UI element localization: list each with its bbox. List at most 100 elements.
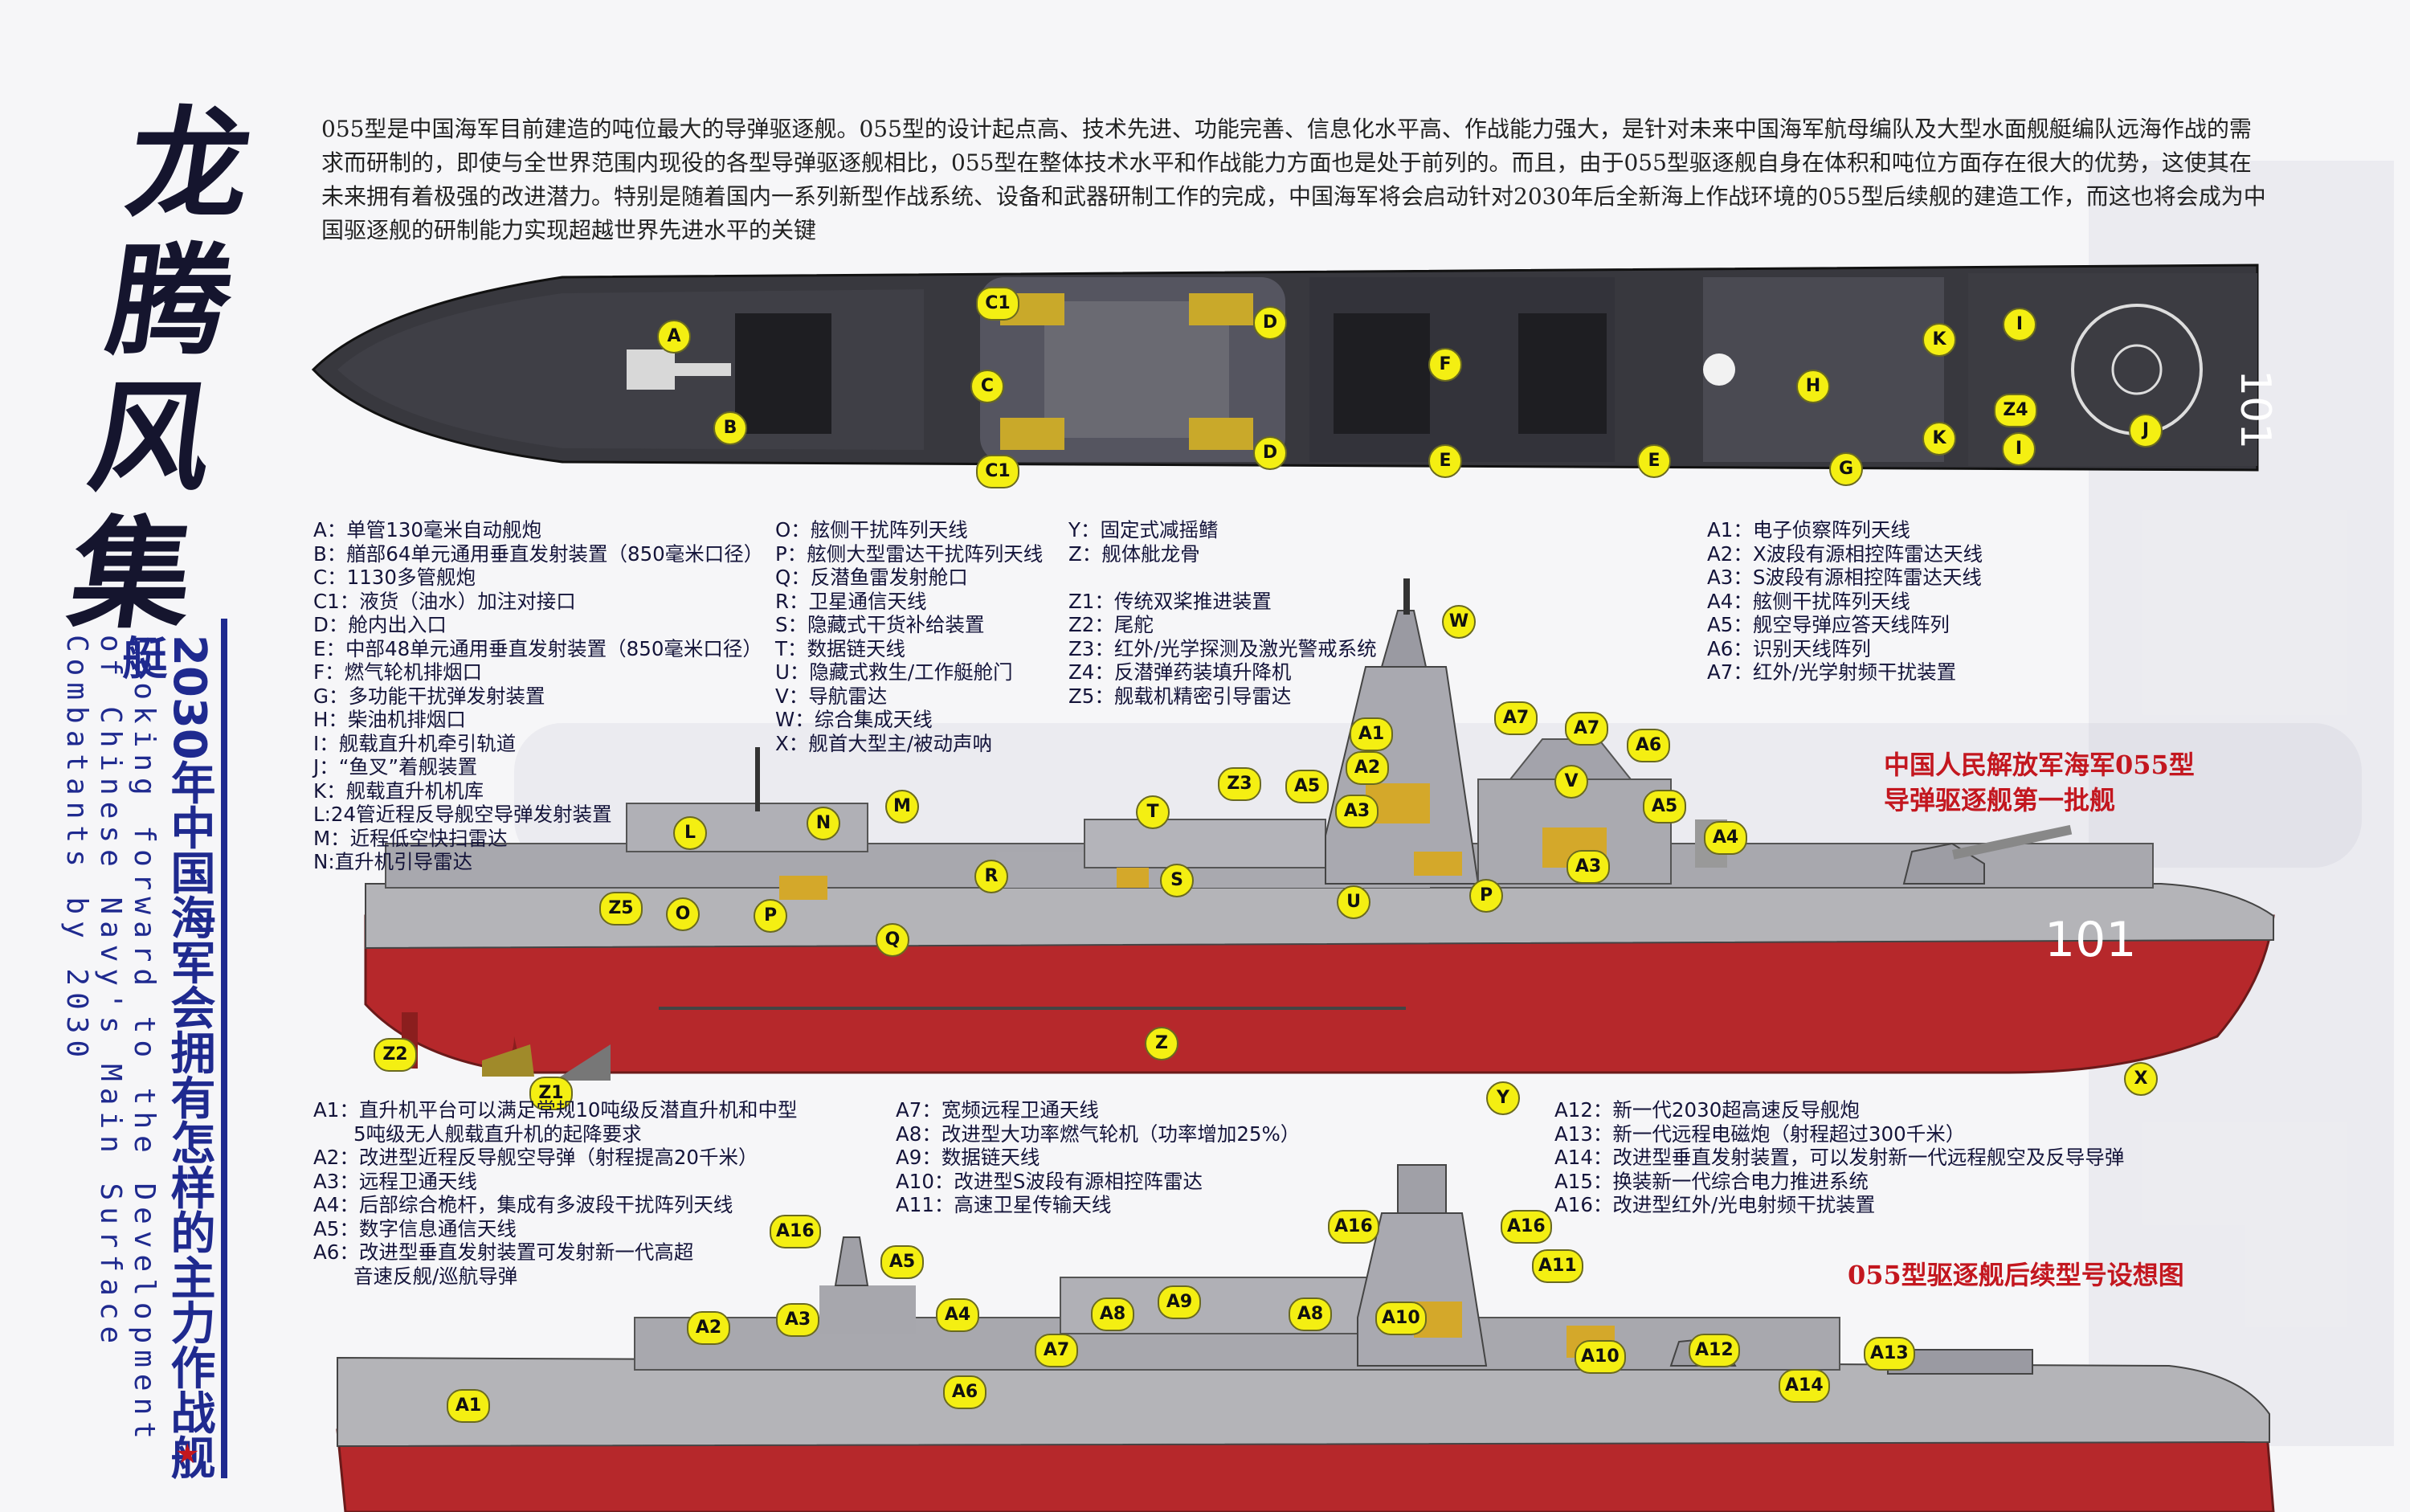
side-view-1-callout-tag: R: [974, 860, 1008, 893]
legend-item: A9：数据链天线: [896, 1146, 1040, 1169]
legend-item: Z2：尾舵: [1068, 613, 1154, 636]
legend-item: R：卫星通信天线: [775, 589, 927, 613]
side-title-english: Looking forward to the Development of Ch…: [60, 635, 161, 1445]
legend-item: M：近程低空快扫雷达: [313, 826, 508, 850]
legend-item: K：舰载直升机机库: [313, 778, 484, 803]
top-view-callout-tag: D: [1253, 436, 1287, 470]
side-view-1-callout-tag: Q: [876, 923, 909, 957]
side-view-1-callout-tag: Z2: [374, 1038, 417, 1072]
legend-item: A14：改进型垂直发射装置，可以发射新一代远程舰空及反导导弹: [1554, 1146, 2125, 1169]
legend-item: V：导航雷达: [775, 684, 888, 708]
legend-item: N:直升机引导雷达: [313, 850, 473, 873]
side-view-2-callout-tag: A5: [880, 1245, 924, 1279]
side-view-1-callout-tag: A5: [1285, 770, 1329, 803]
side-view-2-callout-tag: A3: [776, 1303, 819, 1337]
side-view-2-callout-tag: A11: [1532, 1249, 1583, 1283]
legend-item: A5：舰空导弹应答天线阵列: [1707, 613, 1950, 636]
legend-item: I：舰载直升机牵引轨道: [313, 731, 517, 755]
legend-item: C：1130多管舰炮: [313, 566, 476, 589]
side-view-1-callout-tag: V: [1554, 765, 1588, 799]
side-view-1-callout-tag: A4: [1704, 821, 1747, 855]
legend-item: A13：新一代远程电磁炮（射程超过300千米）: [1554, 1122, 1966, 1146]
top-view-callout-tag: C1: [976, 287, 1019, 321]
top-view-callout-tag: I: [2002, 432, 2036, 466]
side-view-2-callout-tag: A8: [1289, 1297, 1332, 1331]
side-view-2-callout-tag: A12: [1689, 1334, 1740, 1367]
side-view-1-callout-tag: A6: [1627, 729, 1670, 762]
side-view-2-callout-tag: A16: [770, 1215, 821, 1248]
intro-paragraph: 055型是中国海军目前建造的吨位最大的导弹驱逐舰。055型的设计起点高、技术先进…: [321, 116, 2266, 243]
legend-item: Z5：舰载机精密引导雷达: [1068, 684, 1292, 708]
side-view-2-callout-tag: A4: [936, 1298, 979, 1332]
legend-item: A8：改进型大功率燃气轮机（功率增加25%）: [896, 1122, 1301, 1146]
hull-number-side: 101: [2044, 912, 2137, 968]
legend-item: W：综合集成天线: [775, 708, 933, 731]
legend-item: A6：改进型垂直发射装置可发射新一代高超: [313, 1240, 694, 1264]
top-view-ship: [311, 264, 2259, 472]
legend-item: O：舷侧干扰阵列天线: [775, 518, 968, 541]
top-view-callout-tag: E: [1637, 444, 1671, 478]
top-view-callout-tag: B: [713, 411, 747, 445]
side-view-2-callout-tag: A9: [1158, 1285, 1201, 1319]
hull-grey-upper: [365, 883, 2274, 950]
legend-item: Z3：红外/光学探测及激光警戒系统: [1068, 636, 1377, 660]
side-view-1-callout-tag: A5: [1643, 790, 1686, 823]
star-icon: ★: [175, 1438, 200, 1470]
top-view-callout-tag: E: [1428, 444, 1462, 478]
top-view-callout-tag: H: [1796, 370, 1830, 403]
top-view-callout-tag: K: [1922, 323, 1956, 357]
side-view-2-callout-tag: A7: [1035, 1334, 1078, 1367]
side-view-1-callout-tag: X: [2124, 1062, 2158, 1096]
side-view-2-callout-tag: A8: [1091, 1297, 1134, 1331]
legend-item: A15：换装新一代综合电力推进系统: [1554, 1169, 1869, 1193]
vertical-divider: [221, 619, 227, 1478]
legend-item: 音速反舰/巡航导弹: [353, 1264, 518, 1288]
legend-item: A4：后部综合桅杆，集成有多波段干扰阵列天线: [313, 1193, 733, 1216]
legend-item: A5：数字信息通信天线: [313, 1216, 517, 1240]
side-view-1-callout-tag: T: [1136, 795, 1170, 829]
forward-vls-top: [735, 313, 831, 434]
side-view-1-callout-tag: Z3: [1218, 767, 1261, 801]
legend-item: A16：改进型红外/光电射频干扰装置: [1554, 1193, 1876, 1216]
legend-item: Z：舰体舭龙骨: [1068, 541, 1200, 566]
legend-item: Q：反潜鱼雷发射舱口: [775, 566, 968, 589]
ship2-title: 055型驱逐舰后续型号设想图: [1848, 1260, 2184, 1290]
legend-item: Y：固定式减摇鳍: [1068, 518, 1219, 541]
side-view-1-callout-tag: A1: [1350, 717, 1393, 751]
legend-item: T：数据链天线: [775, 636, 905, 660]
legend-item: Z4：反潜弹药装填升降机: [1068, 660, 1292, 684]
side-title-chinese: 2030年中国海军会拥有怎样的主力作战舰艇: [115, 635, 215, 1480]
side-view-1-callout-tag: Z: [1145, 1027, 1178, 1060]
side-view-1-callout-tag: U: [1337, 885, 1370, 919]
legend-item: U：隐藏式救生/工作艇舱门: [775, 660, 1013, 684]
side-view-1-callout-tag: A7: [1494, 701, 1538, 735]
legend-item: G：多功能干扰弹发射装置: [313, 684, 545, 708]
side-view-1-callout-tag: M: [885, 790, 919, 823]
side-view-1-callout-tag: Z5: [599, 892, 643, 926]
legend-item: A12：新一代2030超高速反导舰炮: [1554, 1098, 1860, 1122]
top-view-callout-tag: C1: [976, 455, 1019, 488]
legend-item: A：单管130毫米自动舰炮: [313, 518, 542, 541]
side-view-2-callout-tag: A10: [1375, 1302, 1427, 1335]
legend-item: A3：S波段有源相控阵雷达天线: [1707, 566, 1982, 589]
top-view-callout-tag: J: [2129, 414, 2163, 447]
side-view-2-callout-tag: A14: [1779, 1369, 1830, 1403]
side-view-1-callout-tag: A2: [1346, 751, 1389, 785]
top-view-callout-tag: G: [1829, 452, 1863, 486]
hull-red-lower: [364, 914, 2275, 1074]
legend-item: B：艏部64单元通用垂直发射装置（850毫米口径）: [313, 541, 764, 566]
top-view-callout-tag: I: [2003, 308, 2036, 341]
side-view-1-callout-tag: A3: [1566, 850, 1610, 884]
legend-item: J：“鱼叉”着舰装置: [313, 755, 478, 778]
legend-item: F：燃气轮机排烟口: [313, 660, 483, 684]
side-view-1-callout-tag: A7: [1565, 712, 1608, 746]
legend-item: A10：改进型S波段有源相控阵雷达: [896, 1169, 1203, 1193]
